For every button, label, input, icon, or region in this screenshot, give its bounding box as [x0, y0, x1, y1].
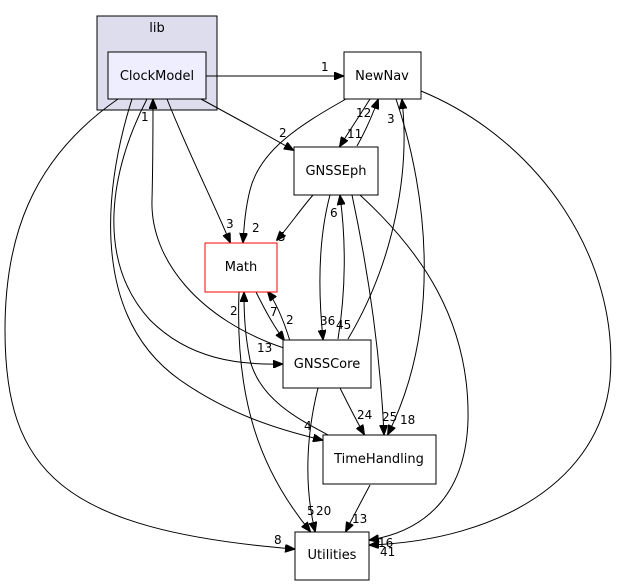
edge-label-gnsscore-gnsseph: 6	[330, 206, 338, 220]
edge-timehandling-math	[244, 293, 331, 437]
edge-gnsseph-newnav	[356, 100, 378, 147]
edge-label-math-utilities: 5	[307, 504, 315, 518]
edge-clockmodel-math	[166, 98, 230, 242]
edge-label-clockmodel-gnsseph: 2	[279, 126, 287, 140]
edge-gnsseph-gnsscore	[320, 194, 331, 339]
node-gnsscore[interactable]: GNSSCore	[282, 339, 372, 389]
edge-label-timehandling-math: 2	[230, 304, 238, 318]
edge-gnsseph-timehandling	[351, 194, 384, 434]
node-math-label: Math	[225, 260, 258, 275]
edge-label-gnsseph-utilities: 41	[380, 545, 395, 559]
node-clockmodel-label: ClockModel	[120, 69, 194, 84]
edge-math-utilities	[238, 291, 310, 531]
edge-label-gnsscore-clockmodel: 1	[141, 110, 149, 124]
edges: 1 2 3 13 4 8 1 11 12 2 18 16	[4, 60, 612, 559]
edge-label-gnsseph-math: 5	[278, 230, 286, 244]
edge-gnsscore-timehandling	[339, 387, 364, 434]
edge-gnsscore-clockmodel	[152, 100, 285, 349]
edge-label-gnsscore-utilities: 20	[316, 504, 331, 518]
node-newnav-box	[343, 51, 422, 100]
edge-gnsscore-math	[268, 292, 291, 342]
edge-label-gnsscore-gnsseph-count: 45	[336, 318, 351, 332]
edge-newnav-gnsseph	[340, 98, 371, 146]
node-gnsseph[interactable]: GNSSEph	[293, 146, 379, 196]
edge-label-newnav-utilities: 16	[378, 536, 393, 550]
edge-gnsscore-utilities	[307, 387, 319, 531]
edge-label-clockmodel-timehandling: 4	[304, 419, 312, 433]
edge-clockmodel-timehandling	[110, 98, 322, 440]
edge-gnsseph-utilities	[359, 194, 469, 540]
edge-timehandling-utilities	[346, 484, 371, 531]
node-math-box	[204, 242, 278, 293]
edge-clockmodel-gnsscore	[113, 98, 282, 364]
edge-label-gnsseph-gnsscore: 36	[320, 314, 335, 328]
node-newnav-label: NewNav	[355, 69, 409, 84]
node-math[interactable]: Math	[204, 242, 278, 293]
node-utilities[interactable]: Utilities	[294, 531, 370, 581]
edge-gnsscore-newnav	[347, 100, 404, 340]
edge-label-clockmodel-newnav: 1	[321, 60, 329, 74]
edge-label-math-gnsscore: 7	[270, 305, 278, 319]
edge-label-gnsseph-newnav: 12	[356, 106, 371, 120]
edge-gnsscore-gnsseph	[338, 196, 344, 340]
edge-label-clockmodel-utilities: 8	[274, 533, 282, 547]
edge-label-newnav-gnsseph: 11	[347, 127, 362, 141]
edge-label-clockmodel-math: 3	[226, 217, 234, 231]
node-timehandling-label: TimeHandling	[333, 452, 424, 467]
edge-clockmodel-gnsseph	[200, 98, 293, 150]
node-clockmodel[interactable]: ClockModel	[107, 51, 207, 100]
edge-label-newnav-timehandling: 18	[400, 413, 415, 427]
edge-newnav-math	[243, 98, 347, 242]
edge-label-gnsseph-timehandling: 25	[382, 410, 397, 424]
node-gnsseph-box	[293, 146, 379, 196]
edge-label-clockmodel-gnsscore: 13	[257, 341, 272, 355]
node-utilities-box	[294, 531, 370, 581]
node-gnsscore-label: GNSSCore	[294, 357, 360, 372]
edge-label-newnav-math: 2	[252, 221, 260, 235]
node-clockmodel-box	[107, 51, 207, 100]
lib-cluster-label: lib	[149, 21, 164, 36]
node-newnav[interactable]: NewNav	[343, 51, 422, 100]
node-timehandling[interactable]: TimeHandling	[322, 434, 437, 485]
node-timehandling-box	[322, 434, 437, 485]
edge-label-gnsscore-timehandling: 24	[357, 408, 372, 422]
edge-clockmodel-utilities	[4, 98, 294, 549]
node-utilities-label: Utilities	[308, 548, 357, 563]
edge-math-gnsscore	[255, 291, 284, 340]
edge-label-gnsscore-math: 2	[286, 313, 294, 327]
edge-gnsseph-math	[277, 194, 314, 240]
edge-label-timehandling-utilities: 13	[352, 512, 367, 526]
edge-label-gnsscore-newnav: 3	[387, 112, 395, 126]
edge-newnav-utilities	[370, 90, 612, 545]
edge-newnav-timehandling	[388, 98, 425, 434]
node-gnsscore-box	[282, 339, 372, 389]
node-gnsseph-label: GNSSEph	[305, 164, 366, 179]
